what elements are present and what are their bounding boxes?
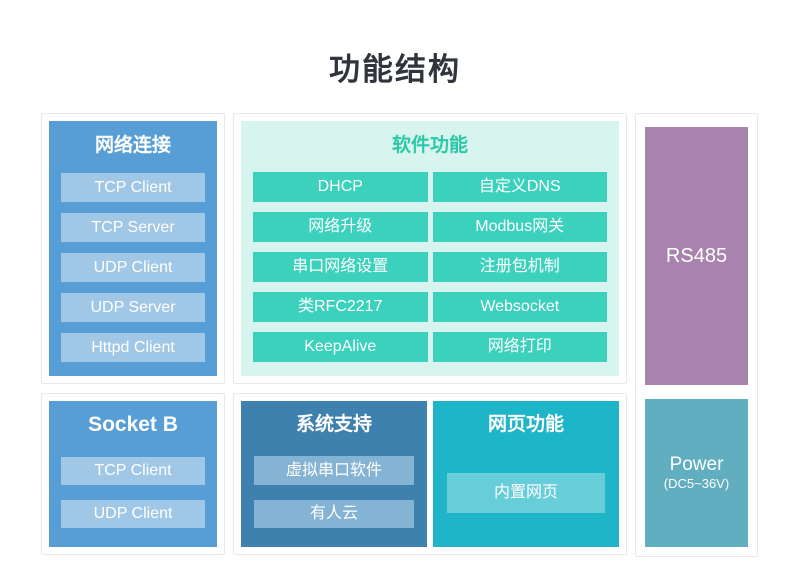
software-item: KeepAlive xyxy=(253,332,428,362)
software-item: Modbus网关 xyxy=(432,212,607,242)
network-item: Httpd Client xyxy=(61,333,205,362)
network-item: TCP Client xyxy=(61,173,205,202)
system-web-row: 系统支持 虚拟串口软件 有人云 网页功能 内置网页 xyxy=(241,401,619,547)
software-item: 注册包机制 xyxy=(432,252,607,282)
software-item: 串口网络设置 xyxy=(253,252,428,282)
software-item: 网络打印 xyxy=(432,332,607,362)
panel-software-functions: 软件功能 DHCP 自定义DNS 网络升级 Modbus网关 串口网络设置 注册… xyxy=(233,113,627,384)
system-support-header: 系统支持 xyxy=(295,414,372,435)
socket-b-box: Socket B TCP Client UDP Client xyxy=(49,401,217,547)
software-item: DHCP xyxy=(253,172,428,202)
power-label: Power xyxy=(669,454,724,475)
page-title: 功能结构 xyxy=(329,52,461,87)
panel-hardware: RS485 Power (DC5~36V) xyxy=(635,113,758,557)
column-right: RS485 Power (DC5~36V) xyxy=(635,113,758,557)
web-item: 内置网页 xyxy=(447,473,605,513)
power-box: Power (DC5~36V) xyxy=(645,399,748,547)
panel-socket-b: Socket B TCP Client UDP Client xyxy=(41,393,225,555)
network-item: UDP Client xyxy=(61,253,205,282)
diagram-layout: 网络连接 TCP Client TCP Server UDP Client UD… xyxy=(41,113,759,557)
software-functions-header: 软件功能 xyxy=(391,135,468,156)
software-functions-box: 软件功能 DHCP 自定义DNS 网络升级 Modbus网关 串口网络设置 注册… xyxy=(241,121,619,376)
system-item: 虚拟串口软件 xyxy=(254,456,414,485)
socket-b-item: UDP Client xyxy=(61,500,205,528)
software-item: 自定义DNS xyxy=(432,172,607,202)
network-connection-header: 网络连接 xyxy=(94,135,171,156)
system-support-box: 系统支持 虚拟串口软件 有人云 xyxy=(241,401,427,547)
panel-system-web: 系统支持 虚拟串口软件 有人云 网页功能 内置网页 xyxy=(233,393,627,555)
network-item: UDP Server xyxy=(61,293,205,322)
socket-b-item: TCP Client xyxy=(61,457,205,485)
web-function-header: 网页功能 xyxy=(487,414,564,435)
socket-b-header: Socket B xyxy=(88,413,178,436)
power-voltage-range: (DC5~36V) xyxy=(663,476,730,491)
network-item: TCP Server xyxy=(61,213,205,242)
panel-network-connection: 网络连接 TCP Client TCP Server UDP Client UD… xyxy=(41,113,225,384)
column-left: 网络连接 TCP Client TCP Server UDP Client UD… xyxy=(41,113,225,555)
software-functions-grid: DHCP 自定义DNS 网络升级 Modbus网关 串口网络设置 注册包机制 类… xyxy=(253,172,607,362)
network-connection-box: 网络连接 TCP Client TCP Server UDP Client UD… xyxy=(49,121,217,376)
rs485-box: RS485 xyxy=(645,127,748,385)
web-function-box: 网页功能 内置网页 xyxy=(433,401,619,547)
system-item: 有人云 xyxy=(254,500,414,528)
software-item: 网络升级 xyxy=(253,212,428,242)
software-item: 类RFC2217 xyxy=(253,292,428,322)
software-item: Websocket xyxy=(432,292,607,322)
column-middle: 软件功能 DHCP 自定义DNS 网络升级 Modbus网关 串口网络设置 注册… xyxy=(233,113,627,555)
